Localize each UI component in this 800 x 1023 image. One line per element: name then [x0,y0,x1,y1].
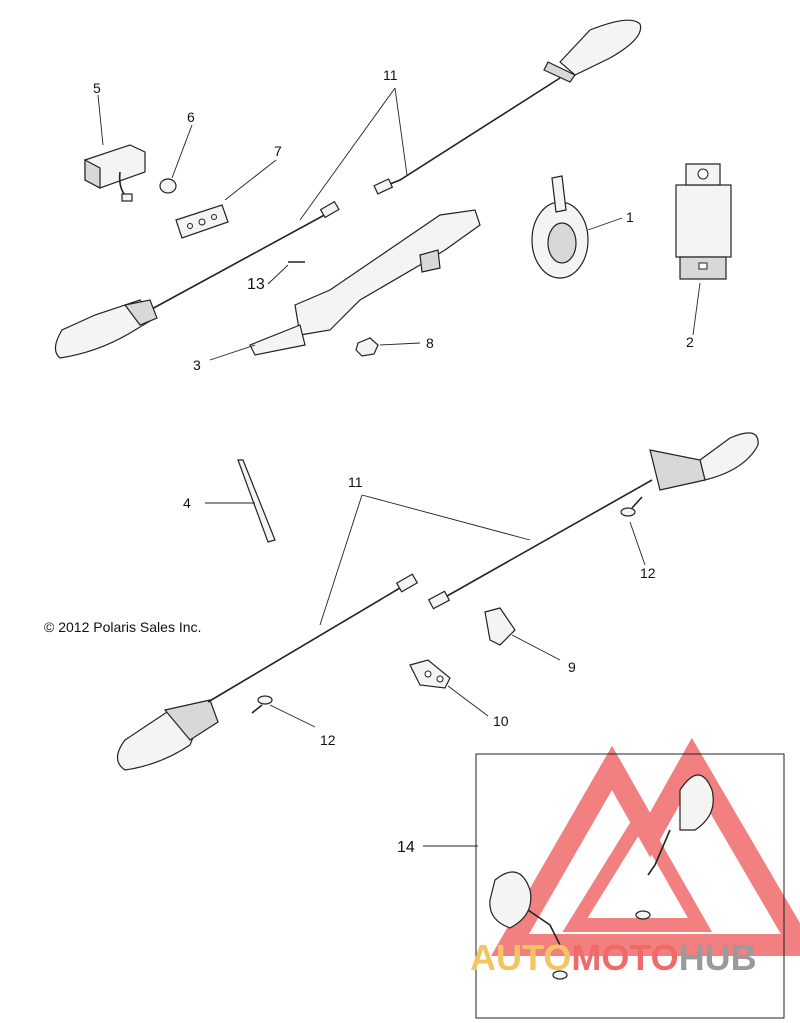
callout-5: 5 [93,80,101,96]
cable-tie [237,459,276,543]
callout-12-left: 12 [320,732,336,748]
watermark-logo [490,737,800,956]
callout-8: 8 [426,335,434,351]
callout-11-bottom: 11 [348,474,363,490]
watermark-text: AUTOMOTOHUB [470,937,757,978]
callout-12-right: 12 [640,565,656,581]
callout-3: 3 [193,357,201,373]
callout-2: 2 [686,334,694,350]
turn-signal-upper-left [54,200,340,359]
callout-9: 9 [568,659,576,675]
turn-signal-lower-right [427,432,759,610]
bushing [159,178,177,194]
license-bracket [249,209,481,356]
mounting-plate [175,204,229,239]
turn-signal-upper-right [373,19,642,195]
copyright-notice: © 2012 Polaris Sales Inc. [44,619,201,635]
callout-11-top: 11 [383,67,398,83]
horn [531,175,589,279]
screw-12-right [620,496,643,517]
callout-6: 6 [187,109,195,125]
bracket-10 [409,659,451,689]
callout-4: 4 [183,495,191,511]
nut-8 [355,337,379,357]
turn-signal-lower-left [116,573,419,771]
screw-12-left [251,695,273,714]
relay [675,163,732,280]
callout-14: 14 [397,839,415,856]
clip-9 [484,607,516,646]
flasher-module [84,144,146,202]
mirror-kit-box [475,753,785,1019]
leader-lines [97,87,701,847]
callout-1: 1 [626,209,634,225]
callout-7: 7 [274,143,282,159]
callout-10: 10 [493,713,509,729]
callout-13: 13 [247,276,265,293]
